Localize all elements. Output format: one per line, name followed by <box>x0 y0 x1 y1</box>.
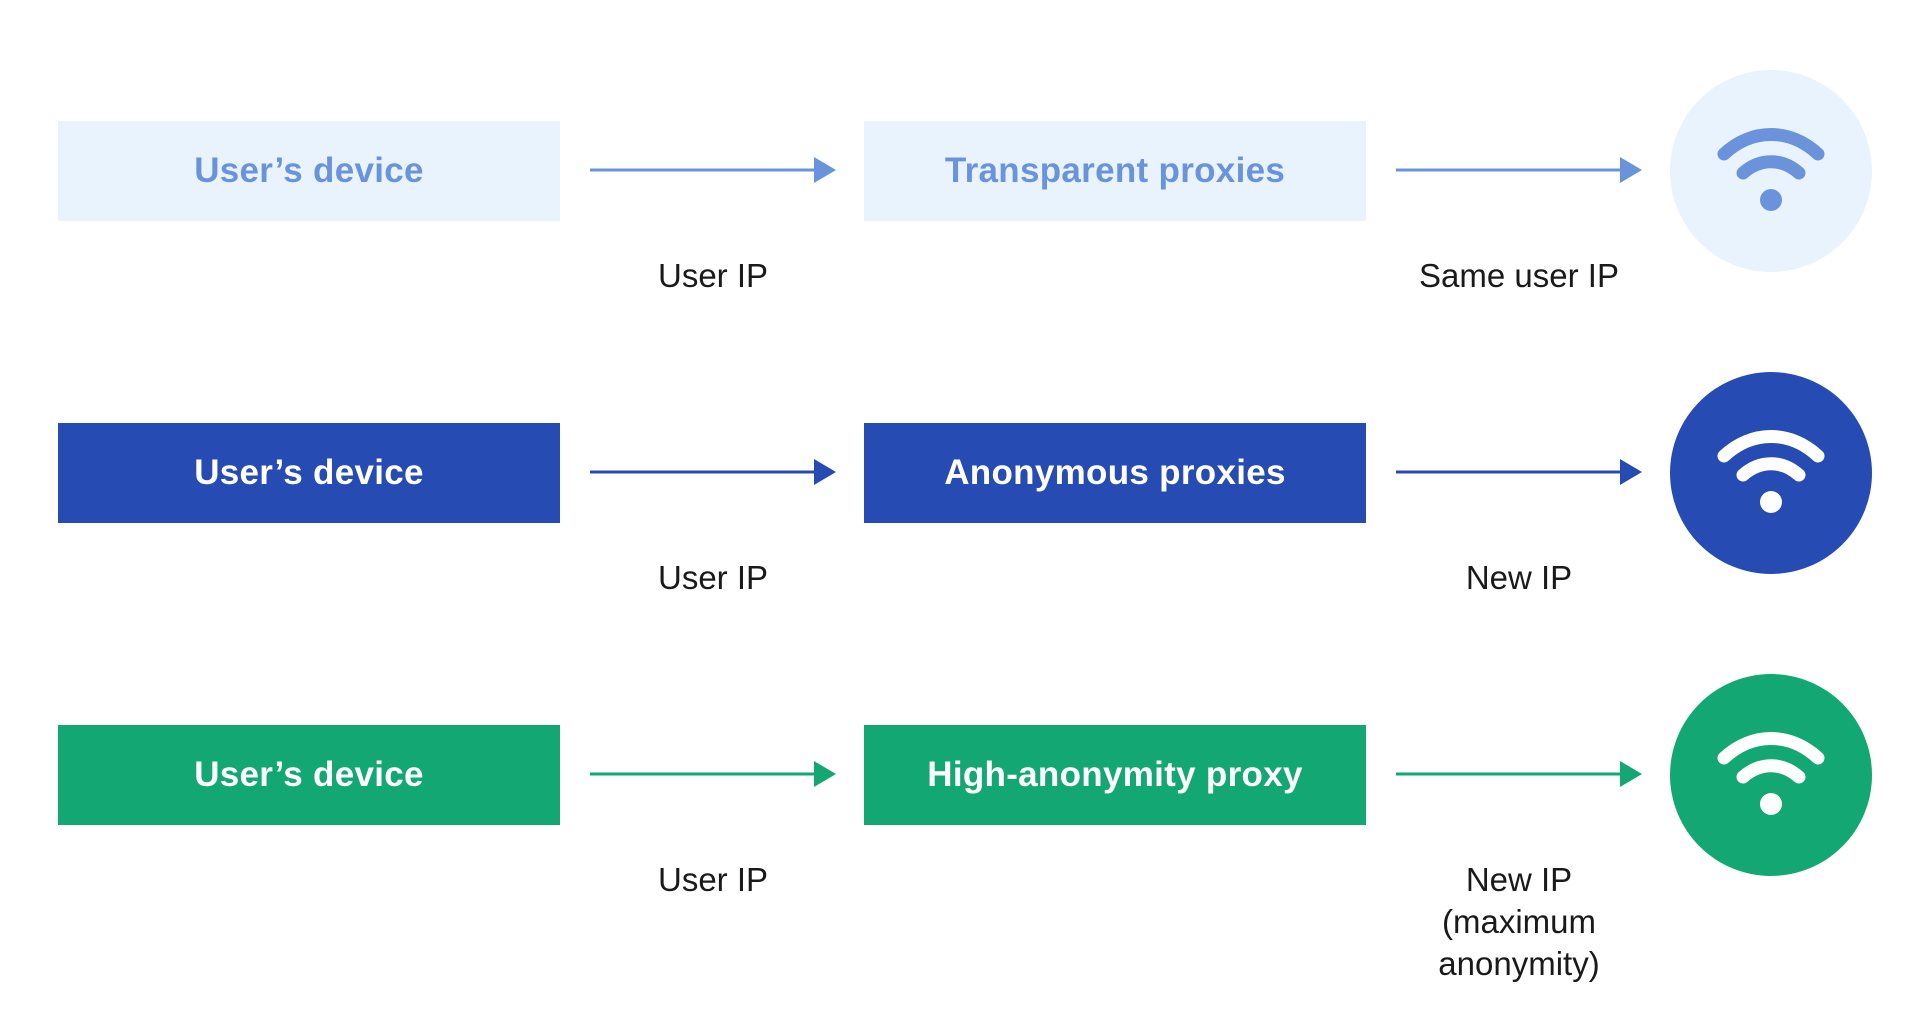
arrow-output-ip <box>1394 447 1644 497</box>
input-ip-label: User IP <box>657 257 769 294</box>
arrow-output-ip <box>1394 145 1644 195</box>
input-ip-label: User IP <box>657 559 769 596</box>
users-device-box: User’s device <box>58 423 560 523</box>
arrow-user-ip <box>588 447 838 497</box>
output-ip-label: New IP <box>1465 559 1573 596</box>
arrow-output-ip <box>1394 749 1644 799</box>
input-ip-label: User IP <box>657 861 769 898</box>
arrow-user-ip <box>588 749 838 799</box>
arrow-right-icon <box>590 761 836 787</box>
output-ip-label: New IP (maximum anonymity) <box>1438 861 1600 982</box>
users-device-box: User’s device <box>58 121 560 221</box>
endpoint-circle <box>1670 674 1872 876</box>
row-anonymous: User’s device User IP Anonymous proxies … <box>0 372 1920 683</box>
transparent-proxies-box: Transparent proxies <box>864 121 1366 221</box>
row-high-anonymity: User’s device User IP High-anonymity pro… <box>0 674 1920 985</box>
output-ip-label: Same user IP <box>1419 257 1619 294</box>
arrow-right-icon <box>1396 157 1642 183</box>
wifi-icon <box>1717 128 1825 211</box>
endpoint-circle <box>1670 372 1872 574</box>
arrow-right-icon <box>590 157 836 183</box>
wifi-icon <box>1717 732 1825 815</box>
users-device-box: User’s device <box>58 725 560 825</box>
endpoint-circle <box>1670 70 1872 272</box>
high-anonymity-proxy-box: High-anonymity proxy <box>864 725 1366 825</box>
arrow-right-icon <box>590 459 836 485</box>
arrow-user-ip <box>588 145 838 195</box>
arrow-right-icon <box>1396 761 1642 787</box>
arrow-right-icon <box>1396 459 1642 485</box>
anonymous-proxies-box: Anonymous proxies <box>864 423 1366 523</box>
wifi-icon <box>1717 430 1825 513</box>
row-transparent: User’s device User IP Transparent proxie… <box>0 70 1920 381</box>
